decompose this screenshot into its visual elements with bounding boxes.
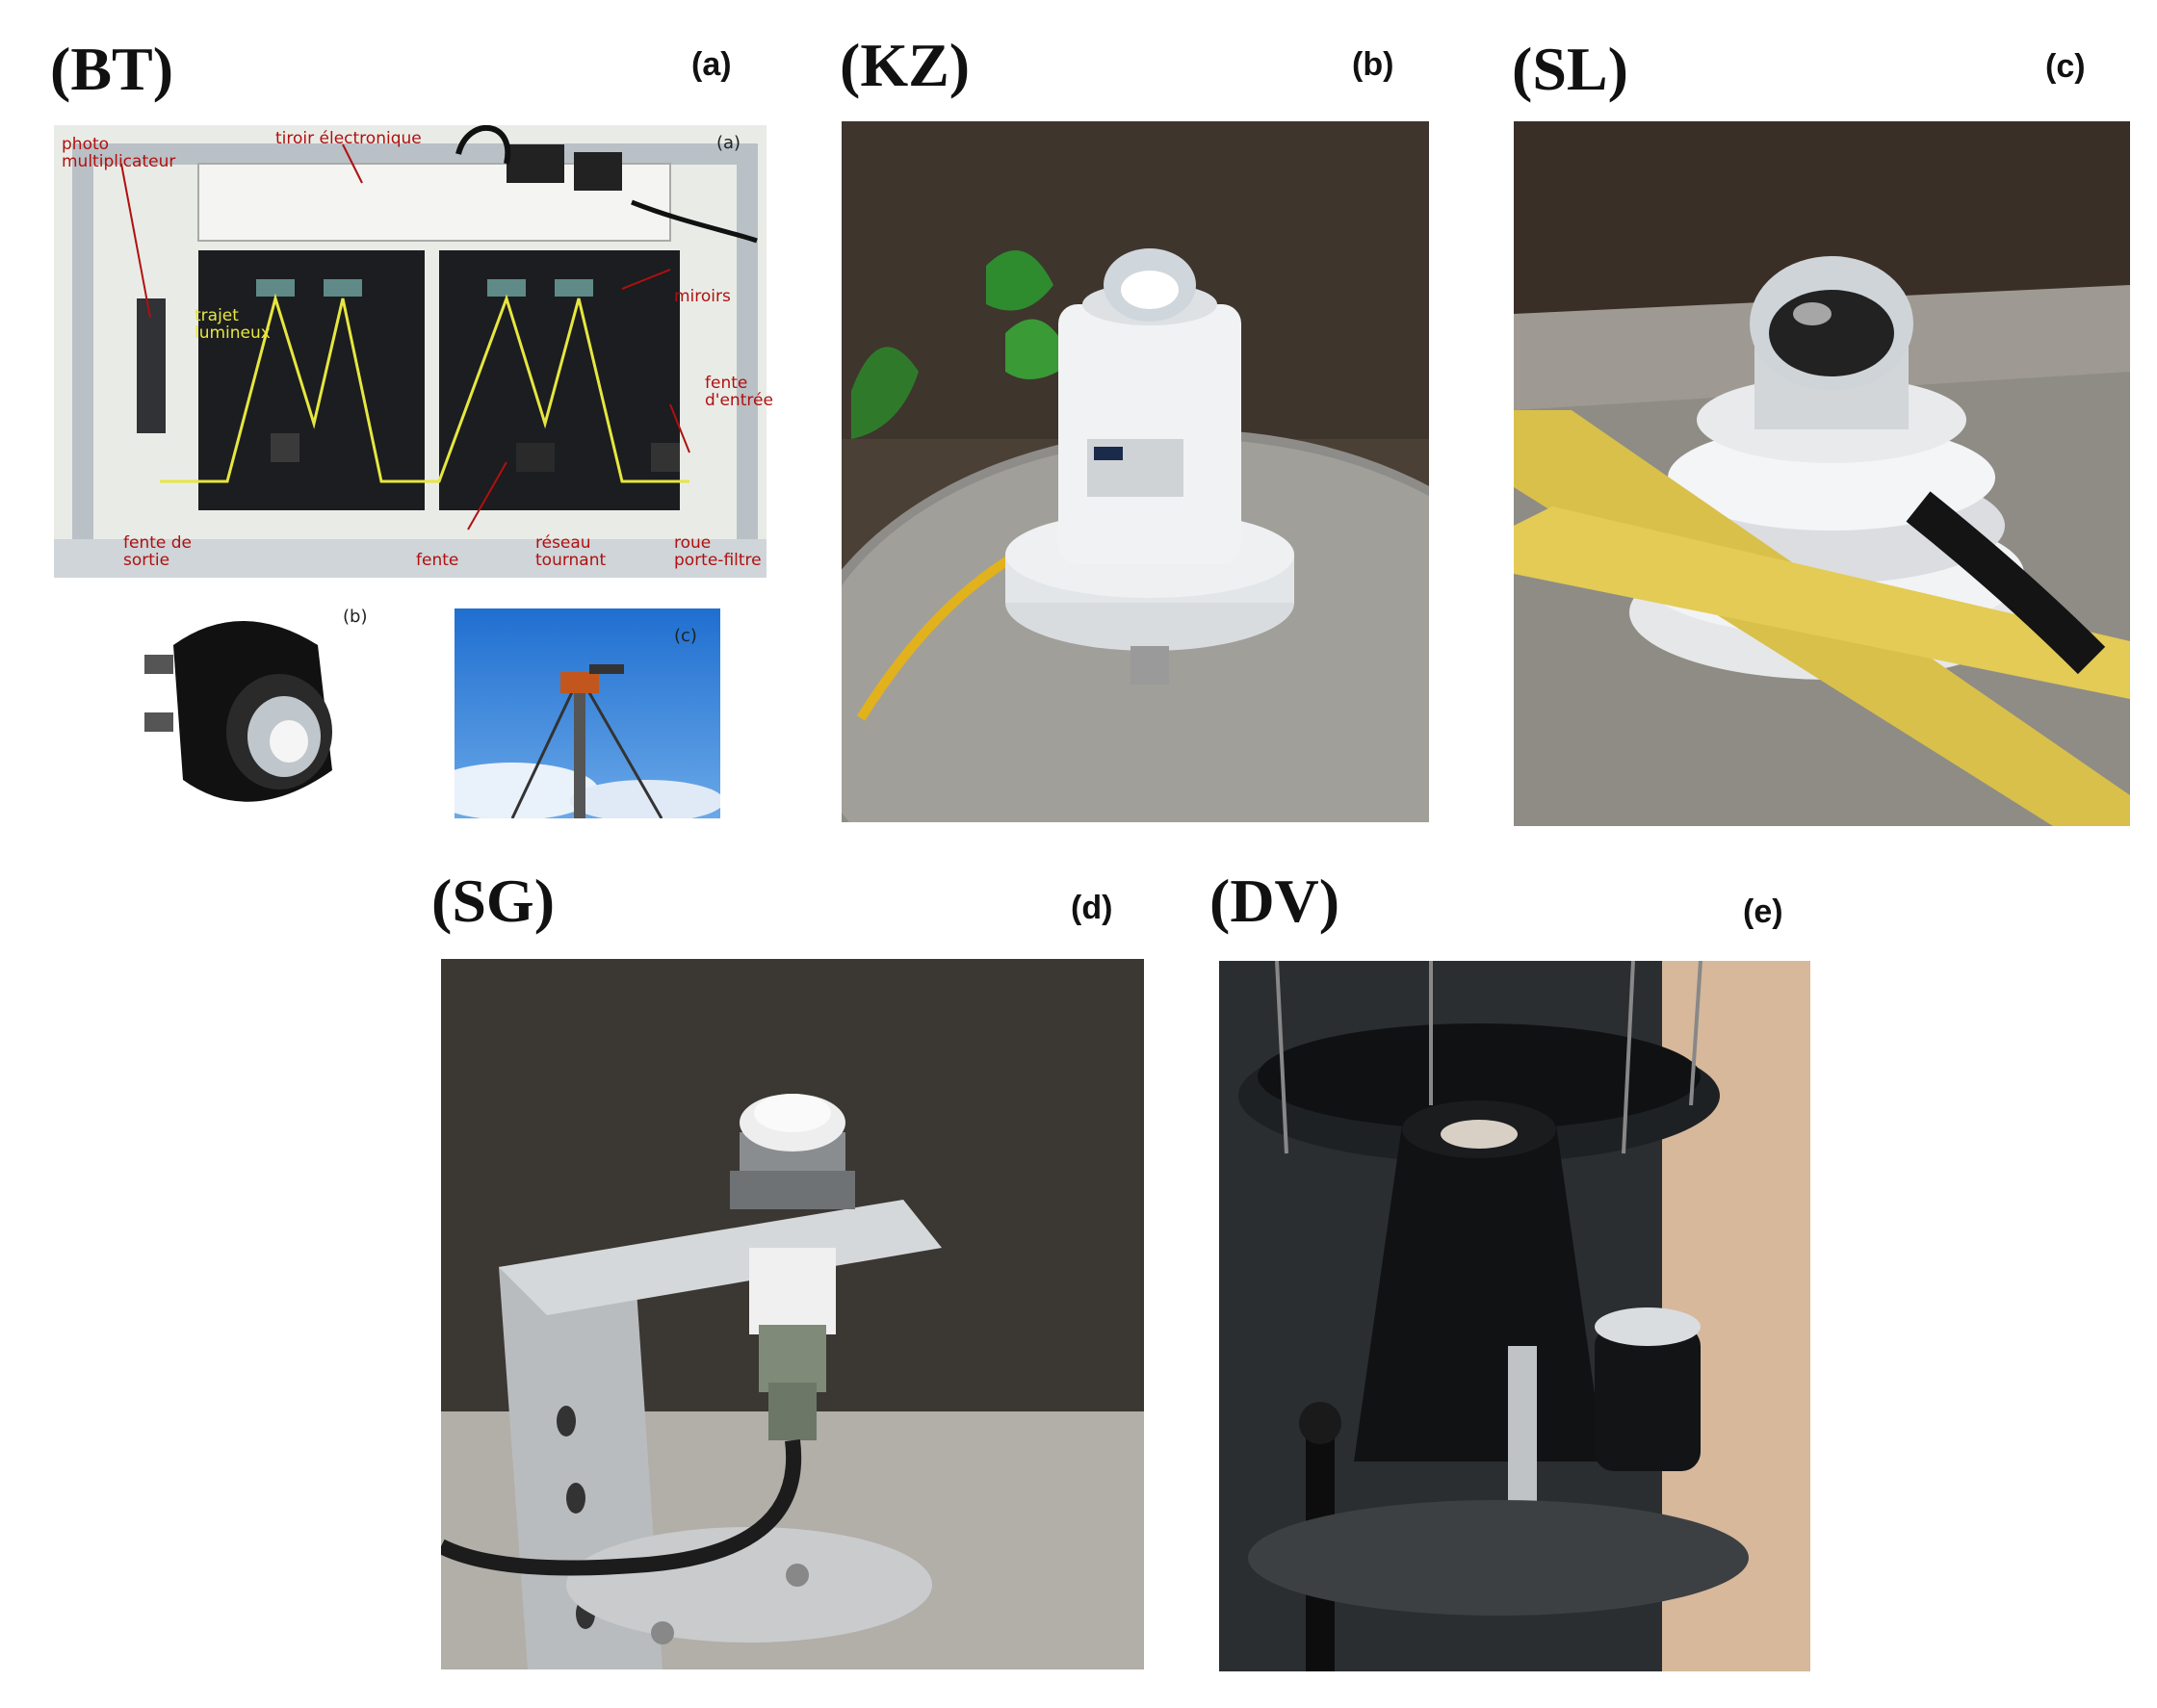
label-roue-porte-filtre: roue porte-filtre xyxy=(674,533,762,570)
label-reseau-tournant: réseau tournant xyxy=(535,533,607,570)
panel-code-sl: (SL) xyxy=(1512,35,1628,103)
sl-radiometer-photo xyxy=(1514,121,2130,826)
panel-code-kz: (KZ) xyxy=(840,31,971,99)
panel-letter-a: (a) xyxy=(691,46,732,83)
panel-letter-d: (d) xyxy=(1071,890,1113,926)
label-fente: fente xyxy=(416,551,459,570)
sg-uv-sensor-photo xyxy=(441,959,1144,1669)
label-miroirs: miroirs xyxy=(674,287,731,306)
bt-inset-a-tag: (a) xyxy=(716,133,741,153)
bt-mast-sky-photo xyxy=(455,608,720,818)
panel-code-sg: (SG) xyxy=(431,867,555,935)
label-fente-sortie: fente de sortie xyxy=(123,533,192,570)
label-trajet-lumineux: trajet lumineux xyxy=(195,306,271,343)
panel-letter-c: (c) xyxy=(2045,48,2086,85)
bt-inset-c-tag: (c) xyxy=(674,626,697,646)
panel-letter-b: (b) xyxy=(1352,46,1394,83)
bt-spectrometer-photo xyxy=(54,125,767,578)
label-photomultiplicateur: photo multiplicateur xyxy=(62,135,176,171)
bt-inset-b-tag: (b) xyxy=(343,607,368,627)
label-fente-entree: fente d'entrée xyxy=(705,374,773,410)
panel-letter-e: (e) xyxy=(1743,893,1783,930)
panel-code-bt: (BT) xyxy=(50,35,173,103)
bt-sensor-head-photo xyxy=(125,607,376,818)
dv-weather-station-sensor-photo xyxy=(1219,961,1810,1671)
label-tiroir-electronique: tiroir électronique xyxy=(275,129,422,148)
panel-code-dv: (DV) xyxy=(1209,867,1340,935)
kz-radiometer-photo xyxy=(842,121,1429,822)
